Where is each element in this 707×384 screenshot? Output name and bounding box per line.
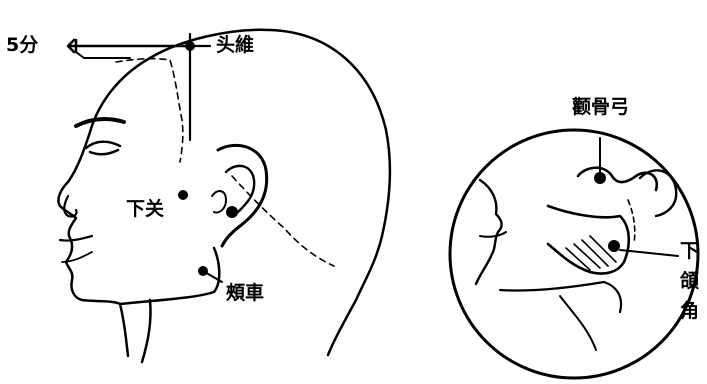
ear-inner <box>224 164 256 216</box>
eye <box>84 140 122 156</box>
jiache-leader-line <box>202 270 223 283</box>
hairline-back <box>231 175 335 267</box>
jaw-line <box>118 246 221 306</box>
nose-outline <box>63 194 78 218</box>
xiaguan-label: 下关 <box>126 198 165 220</box>
zygomatic-arch-label: 颧骨弓 <box>572 96 630 118</box>
inset-jaw-lower <box>498 280 623 314</box>
ear-canal-mark <box>226 206 238 218</box>
jiache-label: 頰車 <box>226 282 265 304</box>
inset-dashed-line <box>627 199 636 245</box>
inset-hatch <box>565 235 617 271</box>
touwei-point <box>185 41 195 51</box>
touwei-label: 头維 <box>216 34 255 56</box>
ear-outer <box>216 143 269 248</box>
chin-line <box>61 251 93 263</box>
head-profile <box>57 28 392 364</box>
mouth <box>58 234 94 242</box>
measure-label: 5分 <box>6 34 39 56</box>
skull-outline <box>148 28 392 357</box>
inset-arch-point <box>594 172 606 184</box>
mandible-angle-label-1: 下 <box>680 240 700 262</box>
inset-neck <box>559 295 597 351</box>
mandible-angle-label-3: 角 <box>680 300 700 322</box>
inset-angle-leader <box>619 249 679 257</box>
inset-angle-point <box>608 240 620 252</box>
ear-tragus <box>211 190 227 214</box>
inset-mandible <box>546 204 631 275</box>
eyebrow <box>74 117 126 128</box>
inset-zygomatic-arch <box>576 166 659 192</box>
measure-bracket-lower <box>75 51 131 59</box>
inset-face <box>474 178 503 286</box>
inset-mouth <box>479 231 507 238</box>
mandible-angle-label-2: 頜 <box>680 270 700 292</box>
inset-ear <box>638 169 678 218</box>
measure-bracket <box>66 38 192 54</box>
face-profile <box>57 56 152 358</box>
inset-border <box>448 128 700 380</box>
inset-circle <box>448 128 700 380</box>
hairline <box>115 57 184 163</box>
xiaguan-point <box>178 190 188 200</box>
neck-front <box>140 298 152 364</box>
